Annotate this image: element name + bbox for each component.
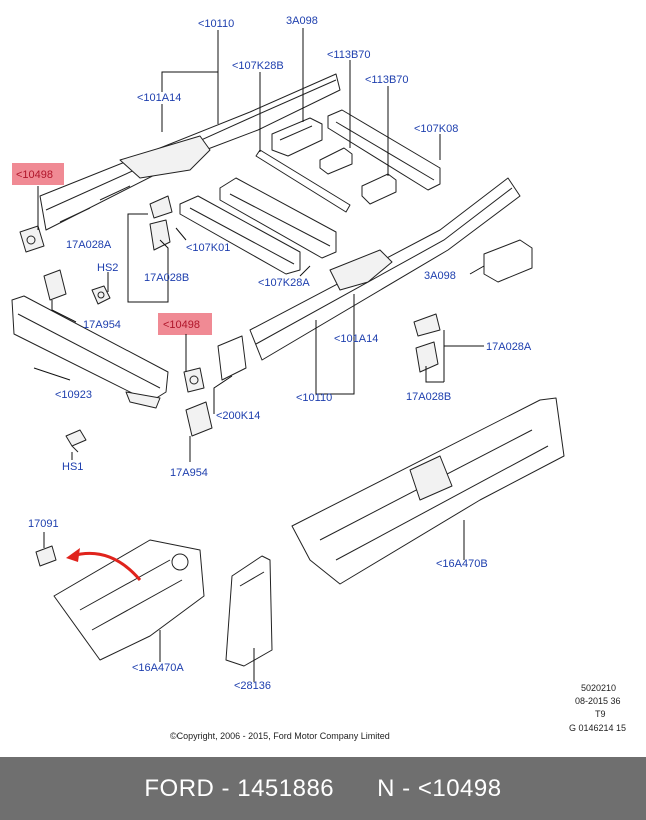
label-107K08: <107K08 (414, 123, 458, 135)
label-113B70-b: <113B70 (365, 74, 409, 86)
label-17A028A-right: 17A028A (486, 341, 532, 353)
footer-part-number: 1451886 (237, 774, 335, 802)
copyright: ©Copyright, 2006 - 2015, Ford Motor Comp… (170, 731, 390, 741)
rail-107K01 (179, 195, 301, 275)
label-107K28A: <107K28A (258, 277, 310, 289)
bracket-17A028A-left (149, 195, 173, 251)
rail-107K28A (219, 177, 337, 259)
part-17091 (35, 545, 57, 567)
label-10110-top: <10110 (198, 18, 234, 30)
crossmember-107K28B (255, 149, 351, 213)
block-113B70-a (319, 147, 353, 175)
label-HS2: HS2 (97, 262, 118, 274)
left-frame-rail (39, 73, 341, 231)
label-107K28B: <107K28B (232, 60, 284, 72)
label-107K01: <107K01 (186, 242, 230, 254)
rail-107K08 (327, 109, 441, 191)
highlight-10498-left (12, 163, 64, 185)
right-frame-rail (249, 177, 521, 361)
label-HS1: HS1 (62, 461, 83, 473)
label-10498-left: <10498 (16, 169, 53, 181)
label-101A14-mid: <101A14 (334, 333, 378, 345)
footer-brand: FORD (144, 774, 215, 802)
footer-n-prefix: N - (377, 774, 418, 802)
label-3A098-right: 3A098 (424, 270, 456, 282)
label-17A954-top: 17A954 (83, 319, 121, 331)
bracket-10498-mid (183, 367, 205, 393)
bracket-3A098-top (271, 117, 323, 157)
footer-reference: <10498 (417, 774, 502, 802)
label-17A028B-left: 17A028B (144, 272, 189, 284)
bolt-HS1 (65, 429, 87, 453)
label-10923: <10923 (55, 389, 92, 401)
bumper-beam-10923 (11, 295, 169, 409)
label-113B70-a: <113B70 (327, 49, 371, 61)
bracket-10498-left (19, 225, 45, 253)
plate-200K14 (217, 335, 247, 381)
label-16A470A: <16A470A (132, 662, 184, 674)
label-10110-mid: <10110 (296, 392, 332, 404)
label-17091: 17091 (28, 518, 59, 530)
meta-rev: T9 (595, 709, 606, 719)
highlight-10498-mid (158, 313, 212, 335)
direction-arrow-head (66, 548, 80, 562)
label-17A028B-right: 17A028B (406, 391, 451, 403)
label-200K14: <200K14 (216, 410, 260, 422)
exploded-parts-diagram: <10110 3A098 <107K28B <113B70 <113B70 <1… (11, 15, 626, 741)
block-113B70-b (361, 173, 397, 205)
bracket-3A098-right (483, 239, 533, 283)
label-10498-mid: <10498 (163, 319, 200, 331)
bracket-17A954-top (43, 269, 67, 301)
label-16A470B: <16A470B (436, 558, 488, 570)
floor-pan-16A470A (53, 539, 205, 661)
footer-bar: FORD - 1451886 N - <10498 (0, 757, 646, 820)
label-28136: <28136 (234, 680, 271, 692)
bracket-17A028A-right (413, 313, 441, 373)
pillar-28136 (225, 555, 273, 667)
label-17A954-bottom: 17A954 (170, 467, 208, 479)
footer-separator: - (214, 774, 238, 802)
direction-arrow (71, 551, 142, 581)
label-101A14-top: <101A14 (137, 92, 181, 104)
leader-lines (34, 28, 485, 682)
footer-gap (334, 775, 377, 803)
floor-pan-16A470B (291, 397, 565, 585)
meta-code: 5020210 (581, 683, 616, 693)
meta-ref: G 0146214 15 (569, 723, 626, 733)
label-3A098-top: 3A098 (286, 15, 318, 27)
bracket-17A954-bottom (185, 401, 213, 437)
label-17A028A-left: 17A028A (66, 239, 112, 251)
bolt-HS2 (91, 285, 111, 305)
meta-date: 08-2015 36 (575, 696, 621, 706)
